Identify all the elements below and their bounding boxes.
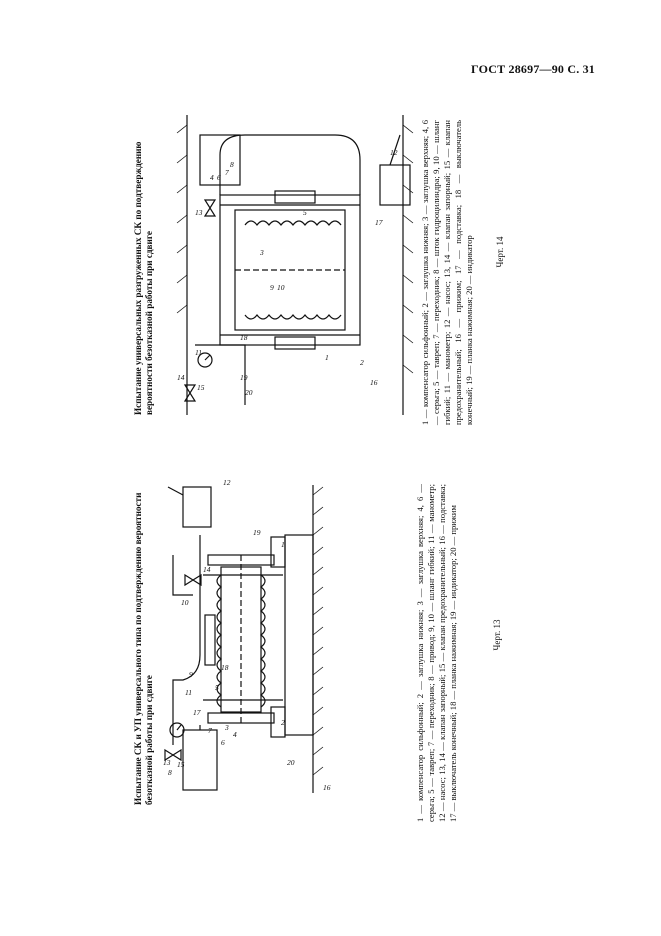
- fig13-label-17: 17: [193, 708, 201, 717]
- fig13-label-19: 19: [253, 528, 261, 537]
- fig13-label-3: 3: [224, 723, 229, 732]
- fig13-label-4: 4: [233, 730, 237, 739]
- fig13-label-15: 15: [177, 760, 185, 769]
- fig13-label-5: 5: [215, 683, 219, 692]
- figure14-schematic: 1 2 3 4 5 6 7 8 9 10 11 12 13 14 15 16 1…: [176, 115, 414, 415]
- figure13-schematic: 1 2 3 4 5 6 7 8 9 10 11 12 13 14 15 16 1…: [163, 478, 331, 793]
- fig14-label-15: 15: [197, 383, 205, 392]
- fig14-label-11: 11: [195, 348, 202, 357]
- fig14-label-20: 20: [245, 388, 253, 397]
- fig14-label-3: 3: [259, 248, 264, 257]
- fig13-label-8: 8: [168, 768, 172, 777]
- fig13-label-1: 1: [281, 540, 285, 549]
- fig14-label-19: 19: [240, 373, 248, 382]
- fig14-label-17: 17: [375, 218, 383, 227]
- fig14-label-14: 14: [177, 373, 185, 382]
- figure13-drawing: 1 2 3 4 5 6 7 8 9 10 11 12 13 14 15 16 1…: [163, 475, 358, 800]
- fig13-label-20: 20: [287, 758, 295, 767]
- fig13-label-14: 14: [203, 565, 211, 574]
- fig14-label-5: 5: [303, 208, 307, 217]
- fig14-label-8: 8: [230, 160, 234, 169]
- figure13-legend: 1 — компенсатор сильфонный; 2 — заглушка…: [415, 484, 458, 822]
- fig14-label-1: 1: [325, 353, 329, 362]
- fig14-label-7: 7: [225, 168, 229, 177]
- fig14-label-2: 2: [360, 358, 364, 367]
- fig14-label-13: 13: [195, 208, 203, 217]
- fig13-label-18: 18: [221, 663, 229, 672]
- figure14-legend: 1 — компенсатор сильфонный; 2 — заглушка…: [420, 120, 474, 425]
- fig13-label-12: 12: [223, 478, 231, 487]
- fig13-label-11: 11: [185, 688, 192, 697]
- fig13-label-2: 2: [281, 718, 285, 727]
- fig14-label-9: 9: [270, 283, 274, 292]
- fig14-label-12: 12: [390, 148, 398, 157]
- fig14-label-4: 4: [210, 173, 214, 182]
- figure14-title: Испытание универсальных разгруженных СК …: [133, 141, 154, 415]
- fig14-label-18: 18: [240, 333, 248, 342]
- figure14-drawing: 1 2 3 4 5 6 7 8 9 10 11 12 13 14 15 16 1…: [175, 115, 420, 420]
- fig13-label-16: 16: [323, 783, 331, 792]
- fig14-label-10: 10: [277, 283, 285, 292]
- fig14-label-16: 16: [370, 378, 378, 387]
- figure14-caption: Черт. 14: [495, 236, 505, 268]
- fig13-label-7: 7: [208, 726, 212, 735]
- fig13-label-13: 13: [163, 758, 171, 767]
- fig13-label-6: 6: [221, 738, 225, 747]
- fig13-label-9: 9: [189, 670, 193, 679]
- fig14-label-6: 6: [217, 173, 221, 182]
- figure13-title: Испытание СК и УП универсального типа по…: [133, 492, 154, 805]
- figure13-caption: Черт. 13: [492, 619, 502, 651]
- fig13-label-10: 10: [181, 598, 189, 607]
- page-header: ГОСТ 28697—90 С. 31: [471, 62, 595, 76]
